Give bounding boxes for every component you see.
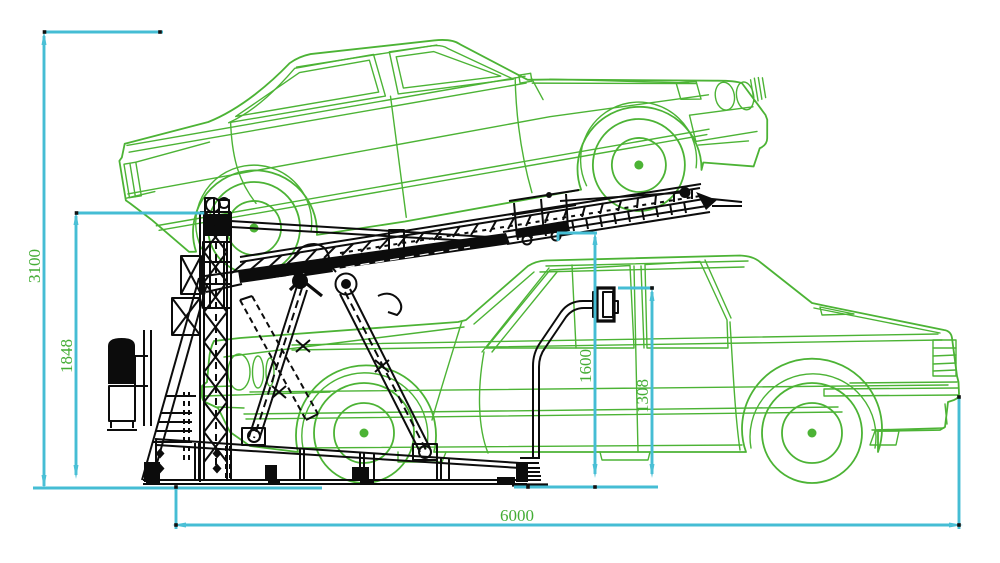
- svg-text:1308: 1308: [633, 379, 652, 413]
- svg-text:1600: 1600: [576, 349, 595, 383]
- svg-text:3100: 3100: [25, 249, 44, 283]
- svg-text:6000: 6000: [500, 506, 534, 525]
- svg-text:1848: 1848: [57, 339, 76, 373]
